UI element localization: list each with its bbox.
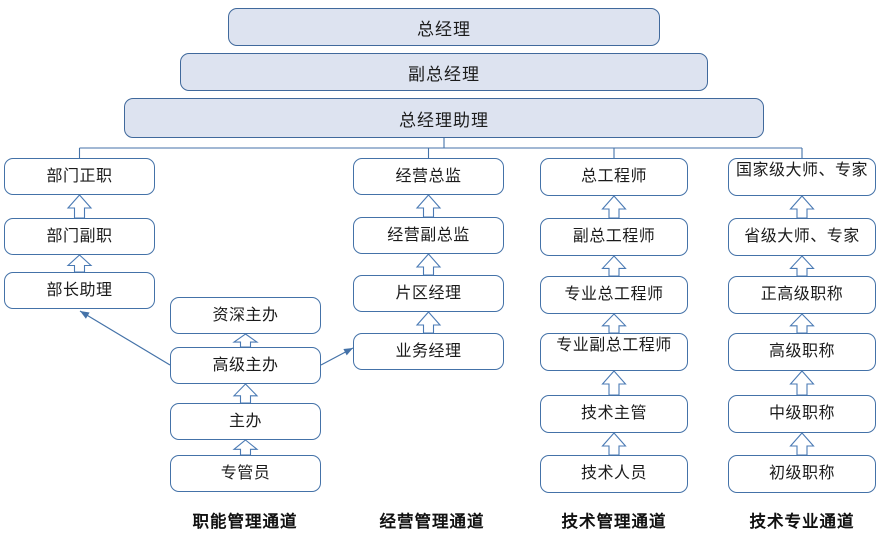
exec-box-3: 总经理助理 xyxy=(124,98,764,138)
promotion-arrow xyxy=(789,313,815,334)
cross-channel-arrowhead xyxy=(80,311,90,319)
position-node: 片区经理 xyxy=(353,275,504,312)
promotion-arrow xyxy=(601,370,627,396)
promotion-arrow xyxy=(415,253,442,276)
cross-channel-arrow xyxy=(320,347,354,366)
promotion-arrow xyxy=(601,432,627,456)
position-node: 初级职称 xyxy=(728,455,876,493)
position-node: 资深主办 xyxy=(170,297,321,334)
position-node: 技术主管 xyxy=(540,395,688,433)
channel-label: 经营管理通道 xyxy=(379,512,485,531)
channel-label: 职能管理通道 xyxy=(192,512,298,531)
top-distribution-bus xyxy=(78,138,803,158)
position-node: 专业总工程师 xyxy=(540,276,688,314)
promotion-arrow xyxy=(66,194,93,219)
promotion-arrow xyxy=(601,255,627,277)
position-node: 技术人员 xyxy=(540,455,688,493)
position-node: 专管员 xyxy=(170,455,321,492)
promotion-arrow xyxy=(789,195,815,219)
position-node: 经营总监 xyxy=(353,158,504,195)
position-node: 专业副总工程师 xyxy=(540,333,688,371)
promotion-arrow xyxy=(232,439,259,456)
position-node: 部门副职 xyxy=(4,218,155,255)
position-node: 高级职称 xyxy=(728,333,876,371)
position-node: 正高级职称 xyxy=(728,276,876,314)
channel-label: 技术管理通道 xyxy=(561,512,667,531)
promotion-arrow xyxy=(601,313,627,334)
position-node: 中级职称 xyxy=(728,395,876,433)
position-node: 高级主办 xyxy=(170,347,321,384)
promotion-arrow xyxy=(601,195,627,219)
position-node: 经营副总监 xyxy=(353,217,504,254)
promotion-arrow xyxy=(415,194,442,218)
position-node: 主办 xyxy=(170,403,321,440)
promotion-arrow xyxy=(415,311,442,334)
exec-box-1: 总经理 xyxy=(228,8,660,46)
position-node: 部长助理 xyxy=(4,272,155,309)
position-node: 业务经理 xyxy=(353,333,504,370)
position-node: 副总工程师 xyxy=(540,218,688,256)
exec-box-2: 副总经理 xyxy=(180,53,708,91)
position-node: 省级大师、专家 xyxy=(728,218,876,256)
promotion-arrow xyxy=(789,370,815,396)
promotion-arrow xyxy=(789,432,815,456)
position-node: 国家级大师、专家 xyxy=(728,158,876,196)
position-node: 总工程师 xyxy=(540,158,688,196)
promotion-arrow xyxy=(789,255,815,277)
channel-label: 技术专业通道 xyxy=(749,512,855,531)
cross-channel-arrow xyxy=(79,310,171,366)
promotion-arrow xyxy=(232,333,259,348)
promotion-arrow xyxy=(66,254,93,273)
promotion-arrow xyxy=(232,383,259,404)
cross-channel-arrowhead xyxy=(343,348,353,356)
position-node: 部门正职 xyxy=(4,158,155,195)
